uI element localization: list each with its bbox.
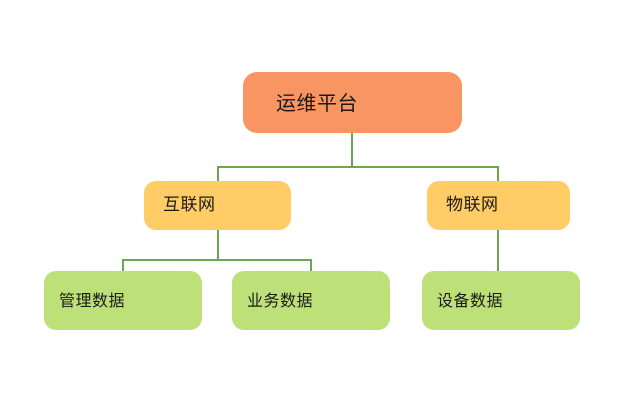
node-internet-label: 互联网 [163, 195, 216, 215]
node-management-data[interactable]: 管理数据 [44, 271, 202, 330]
node-management-data-label: 管理数据 [59, 290, 126, 310]
node-internet[interactable]: 互联网 [144, 181, 291, 230]
connector-iot-to-device-data [497, 230, 499, 272]
node-iot[interactable]: 物联网 [427, 181, 570, 230]
node-business-data-label: 业务数据 [247, 290, 314, 310]
connector-internet-bus [122, 259, 312, 261]
connector-root-stem [351, 133, 353, 167]
connector-internet-to-business-data [310, 259, 312, 272]
connector-root-bus [217, 166, 499, 168]
connector-root-to-iot [497, 166, 499, 182]
connector-internet-stem [217, 230, 219, 260]
node-device-data-label: 设备数据 [437, 290, 504, 310]
connector-internet-to-management-data [122, 259, 124, 272]
node-device-data[interactable]: 设备数据 [422, 271, 580, 330]
node-root-ops-platform[interactable]: 运维平台 [243, 72, 462, 133]
connector-root-to-internet [217, 166, 219, 182]
node-iot-label: 物联网 [446, 195, 499, 215]
node-root-label: 运维平台 [276, 90, 358, 115]
node-business-data[interactable]: 业务数据 [232, 271, 390, 330]
